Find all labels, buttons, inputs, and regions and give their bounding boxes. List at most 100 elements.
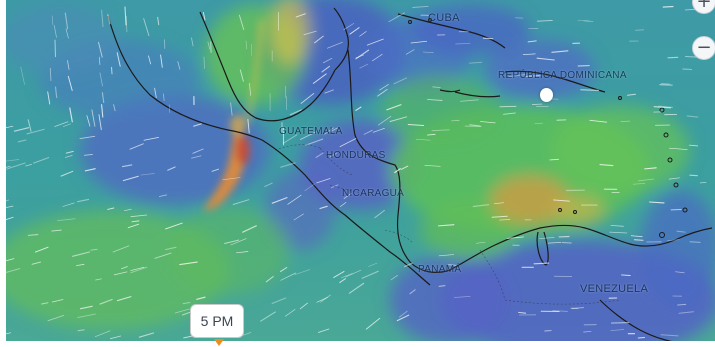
wind-streak xyxy=(506,236,524,239)
wind-streak xyxy=(131,220,140,223)
wind-streak xyxy=(303,30,317,36)
wind-streak xyxy=(365,317,381,330)
wind-streak xyxy=(633,239,644,241)
wind-streak xyxy=(99,298,113,305)
wind-streak xyxy=(99,72,103,87)
wind-streak xyxy=(675,271,685,274)
wind-streak xyxy=(320,294,331,303)
wind-streak xyxy=(620,120,631,122)
wind-streak xyxy=(47,91,51,105)
wind-streak xyxy=(424,165,441,167)
wind-streak xyxy=(159,194,168,197)
wind-streak xyxy=(432,86,441,88)
wind-streak xyxy=(130,266,148,274)
wind-streak xyxy=(91,109,96,127)
wind-streak xyxy=(525,75,541,77)
timeline-time-marker[interactable]: 5 PM xyxy=(190,304,244,338)
wind-streak xyxy=(224,239,240,245)
wind-streak xyxy=(363,129,373,135)
wind-streak xyxy=(51,229,62,232)
wind-streak xyxy=(31,261,42,265)
wind-streak xyxy=(34,246,49,253)
wind-streak xyxy=(249,83,251,96)
wind-streak xyxy=(113,271,128,276)
wind-streak xyxy=(280,162,296,168)
wind-streak xyxy=(116,296,132,302)
wind-streak xyxy=(86,115,91,127)
wind-streak xyxy=(637,178,654,182)
wind-streak xyxy=(163,93,165,101)
wind-streak xyxy=(410,40,428,44)
wind-streak xyxy=(143,137,159,141)
wind-streak xyxy=(54,39,57,58)
wind-streak xyxy=(676,230,686,233)
wind-streak xyxy=(552,310,568,312)
zoom-out-button[interactable]: − xyxy=(692,36,715,60)
wind-streak xyxy=(109,335,122,340)
wind-streak xyxy=(377,115,392,126)
wind-streak xyxy=(343,23,355,31)
wind-streak xyxy=(203,56,206,69)
wind-streak xyxy=(62,202,75,207)
wind-streak xyxy=(124,6,127,26)
wind-streak xyxy=(304,183,316,192)
wind-streak xyxy=(138,332,154,338)
wind-streak xyxy=(177,61,181,70)
wind-streak xyxy=(65,28,69,39)
wind-streak xyxy=(116,52,121,67)
wind-streak xyxy=(453,296,471,298)
wind-streak xyxy=(333,271,345,278)
wind-streak xyxy=(689,241,701,243)
wind-streak xyxy=(125,15,128,33)
wind-streak xyxy=(238,14,245,30)
wind-streak xyxy=(688,144,699,147)
wind-streak xyxy=(536,57,555,61)
wind-streak xyxy=(67,60,70,70)
wind-streak xyxy=(522,53,536,55)
wind-streak xyxy=(339,202,347,207)
wind-streak xyxy=(41,302,49,305)
wind-streak xyxy=(69,107,73,123)
wind-streak xyxy=(324,89,334,94)
wind-streak xyxy=(460,99,479,102)
wind-streak xyxy=(293,213,304,221)
wind-streak xyxy=(271,297,287,304)
frame-left xyxy=(0,0,6,347)
wind-streak xyxy=(51,15,54,26)
wind-streak xyxy=(305,138,324,146)
wind-streak xyxy=(289,109,302,116)
wind-streak xyxy=(101,92,105,103)
wind-streak xyxy=(404,262,413,268)
wind-streak xyxy=(122,175,139,182)
wind-streak xyxy=(54,121,69,127)
wind-streak xyxy=(121,164,133,168)
wind-streak xyxy=(230,102,233,116)
wind-streak xyxy=(192,148,204,154)
wind-streak xyxy=(553,199,570,202)
wind-streak xyxy=(686,115,699,118)
location-marker[interactable] xyxy=(540,88,553,102)
wind-streak xyxy=(343,192,352,199)
zoom-in-button[interactable]: + xyxy=(692,0,715,14)
wind-streak xyxy=(27,119,32,132)
label-nicaragua: NICARAGUA xyxy=(342,188,405,199)
wind-streak xyxy=(294,269,311,275)
wind-streak xyxy=(667,56,679,59)
wind-streak xyxy=(154,252,172,259)
wind-streak xyxy=(345,269,362,278)
wind-streak xyxy=(678,311,694,314)
wind-streak xyxy=(494,202,504,205)
wind-streak xyxy=(677,303,687,306)
wind-streak xyxy=(405,49,415,55)
wind-streak xyxy=(372,127,385,133)
wind-streak xyxy=(533,262,550,265)
wind-streak xyxy=(398,310,408,318)
wind-streak xyxy=(98,41,103,58)
wind-streak xyxy=(668,177,680,180)
wind-streak xyxy=(232,199,250,205)
wind-streak xyxy=(13,127,30,132)
wind-streak xyxy=(17,139,27,143)
wind-streak xyxy=(191,155,202,159)
wind-streak xyxy=(621,274,631,276)
